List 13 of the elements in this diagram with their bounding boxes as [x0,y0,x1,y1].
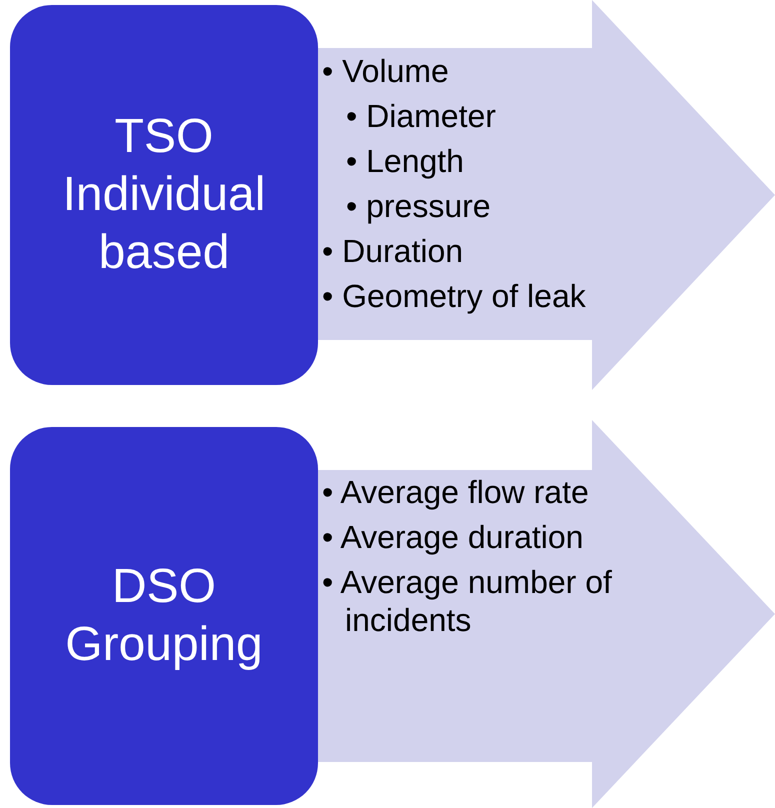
bullet-item: • Average duration [322,518,584,556]
bullet-item: • Duration [322,232,464,270]
bullet-item: • Geometry of leak [322,277,587,315]
heading-text: TSO Individual based [62,109,266,281]
heading-box [10,427,318,805]
bullet-item: • Average flow rate [322,473,590,511]
bullet-item: • Volume [322,52,450,90]
bullet-item: • pressure [346,187,492,225]
bullet-item: • Diameter [346,97,497,135]
bullet-item: • Average number of incidents [322,563,613,639]
heading-box [10,5,318,385]
heading-text: DSO Grouping [64,559,264,673]
bullet-item: • Length [346,142,465,180]
